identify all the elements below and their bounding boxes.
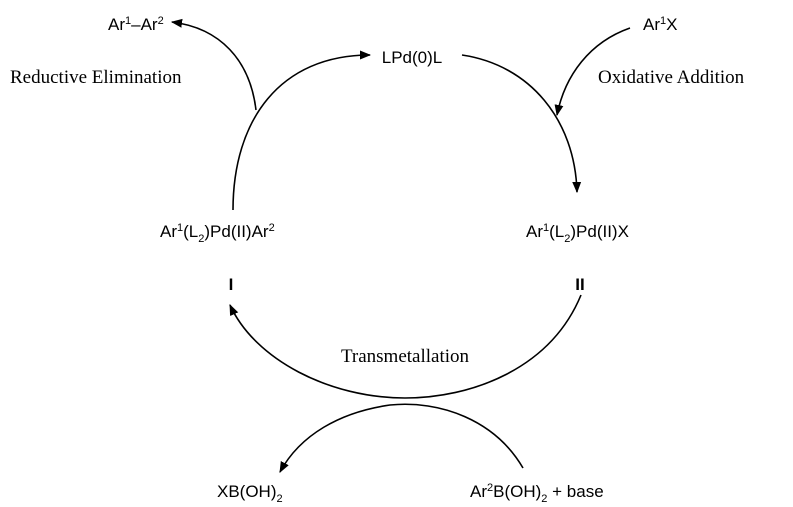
oxidative-addition-label: Oxidative Addition [598,67,745,88]
intermediate-i-label: Ar1(L2)Pd(II)Ar2 [160,222,275,245]
pd0-label: LPd(0)L [382,48,442,67]
intermediate-ii-numeral: II [575,275,584,294]
reductive-elimination-label: Reductive Elimination [10,67,182,88]
intermediate-ii-label: Ar1(L2)Pd(II)X [526,222,629,245]
arc-transmetallation [229,294,582,399]
byproduct-label: XB(OH)2 [217,482,283,505]
intermediate-i-numeral: I [229,275,234,294]
boronic-acid-label: Ar2B(OH)2 + base [470,482,604,505]
arc-product-release [170,18,257,111]
arc-boronic-byproduct [279,403,524,473]
arc-pd0-to-oxidative [461,54,582,194]
arc-aryl-halide-entry [554,27,631,117]
arc-reductive-to-pd0 [232,50,372,211]
product-label: Ar1–Ar2 [108,15,164,34]
transmetallation-label: Transmetallation [341,346,470,367]
aryl-halide-label: Ar1X [643,15,677,34]
